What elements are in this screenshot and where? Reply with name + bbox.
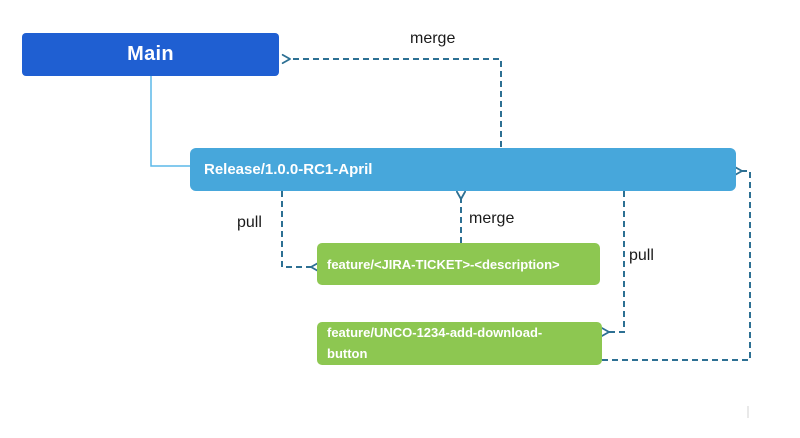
node-main-branch: Main [22, 33, 279, 76]
merge-edge-release-to-main [281, 53, 502, 147]
edge-label-pull-release-to-feature-example: pull [629, 247, 654, 264]
merge-edge-feature-example-to-release [602, 165, 751, 361]
edge-label-merge-feature-template-to-release: merge [469, 210, 515, 227]
node-feature-template-branch: feature/<JIRA-TICKET>-<description> [317, 243, 600, 285]
pull-edge-release-to-feature-example [600, 191, 625, 338]
node-feature-example-branch: feature/UNCO-1234-add-download-button [317, 322, 602, 365]
pull-edge-release-to-feature-template [281, 191, 320, 273]
node-release-branch: Release/1.0.0-RC1-April [190, 148, 736, 191]
branch-connector-main-to-release [150, 76, 190, 167]
faint-cursor-artifact [747, 406, 749, 418]
edge-label-merge-release-to-main: merge [410, 30, 456, 47]
edge-label-pull-release-to-feature-template: pull [237, 214, 262, 231]
